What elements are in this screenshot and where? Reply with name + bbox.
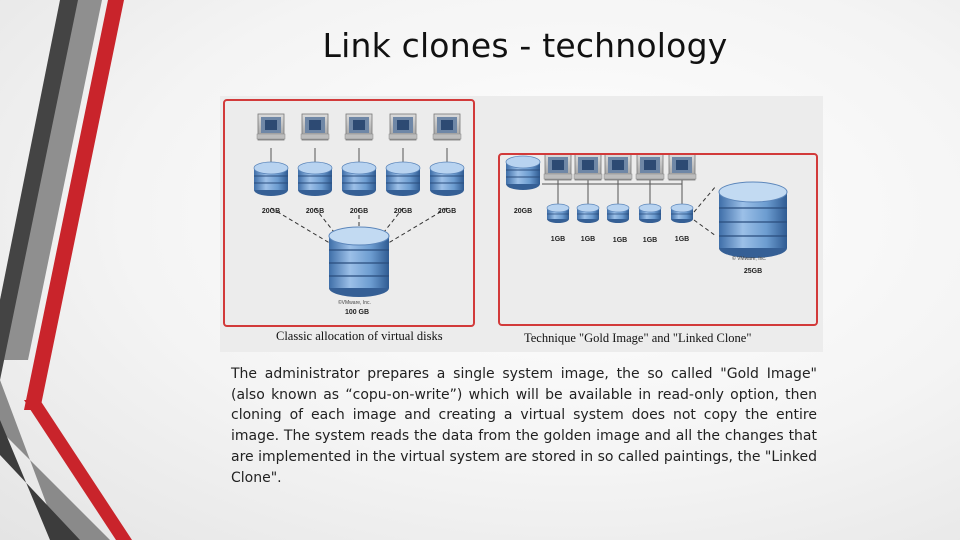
right-panel-caption: Technique "Gold Image" and "Linked Clone… (524, 331, 751, 346)
base-size-label: 100 GB (337, 309, 377, 316)
disk-size-label: 20GB (427, 208, 467, 215)
slide-title: Link clones - technology (200, 26, 850, 65)
disk-size-label: 20GB (383, 208, 423, 215)
copyright-label: ©VMware, Inc. (338, 300, 371, 306)
virtual-disk-diagram: 20GB 20GB 20GB 20GB 20GB ©VMware, Inc. 1… (220, 96, 823, 352)
disk-size-label: 20GB (251, 208, 291, 215)
base-size-label: 25GB (733, 268, 773, 275)
left-panel-caption: Classic allocation of virtual disks (276, 329, 443, 344)
copyright-label: © VMware, Inc. (732, 256, 766, 262)
clone-size-label: 1GB (662, 236, 702, 243)
disk-size-label: 20GB (295, 208, 335, 215)
body-paragraph: The administrator prepares a single syst… (231, 364, 817, 488)
decorative-stripes (0, 0, 140, 540)
disk-size-label: 20GB (339, 208, 379, 215)
gold-size-label: 20GB (503, 208, 543, 215)
